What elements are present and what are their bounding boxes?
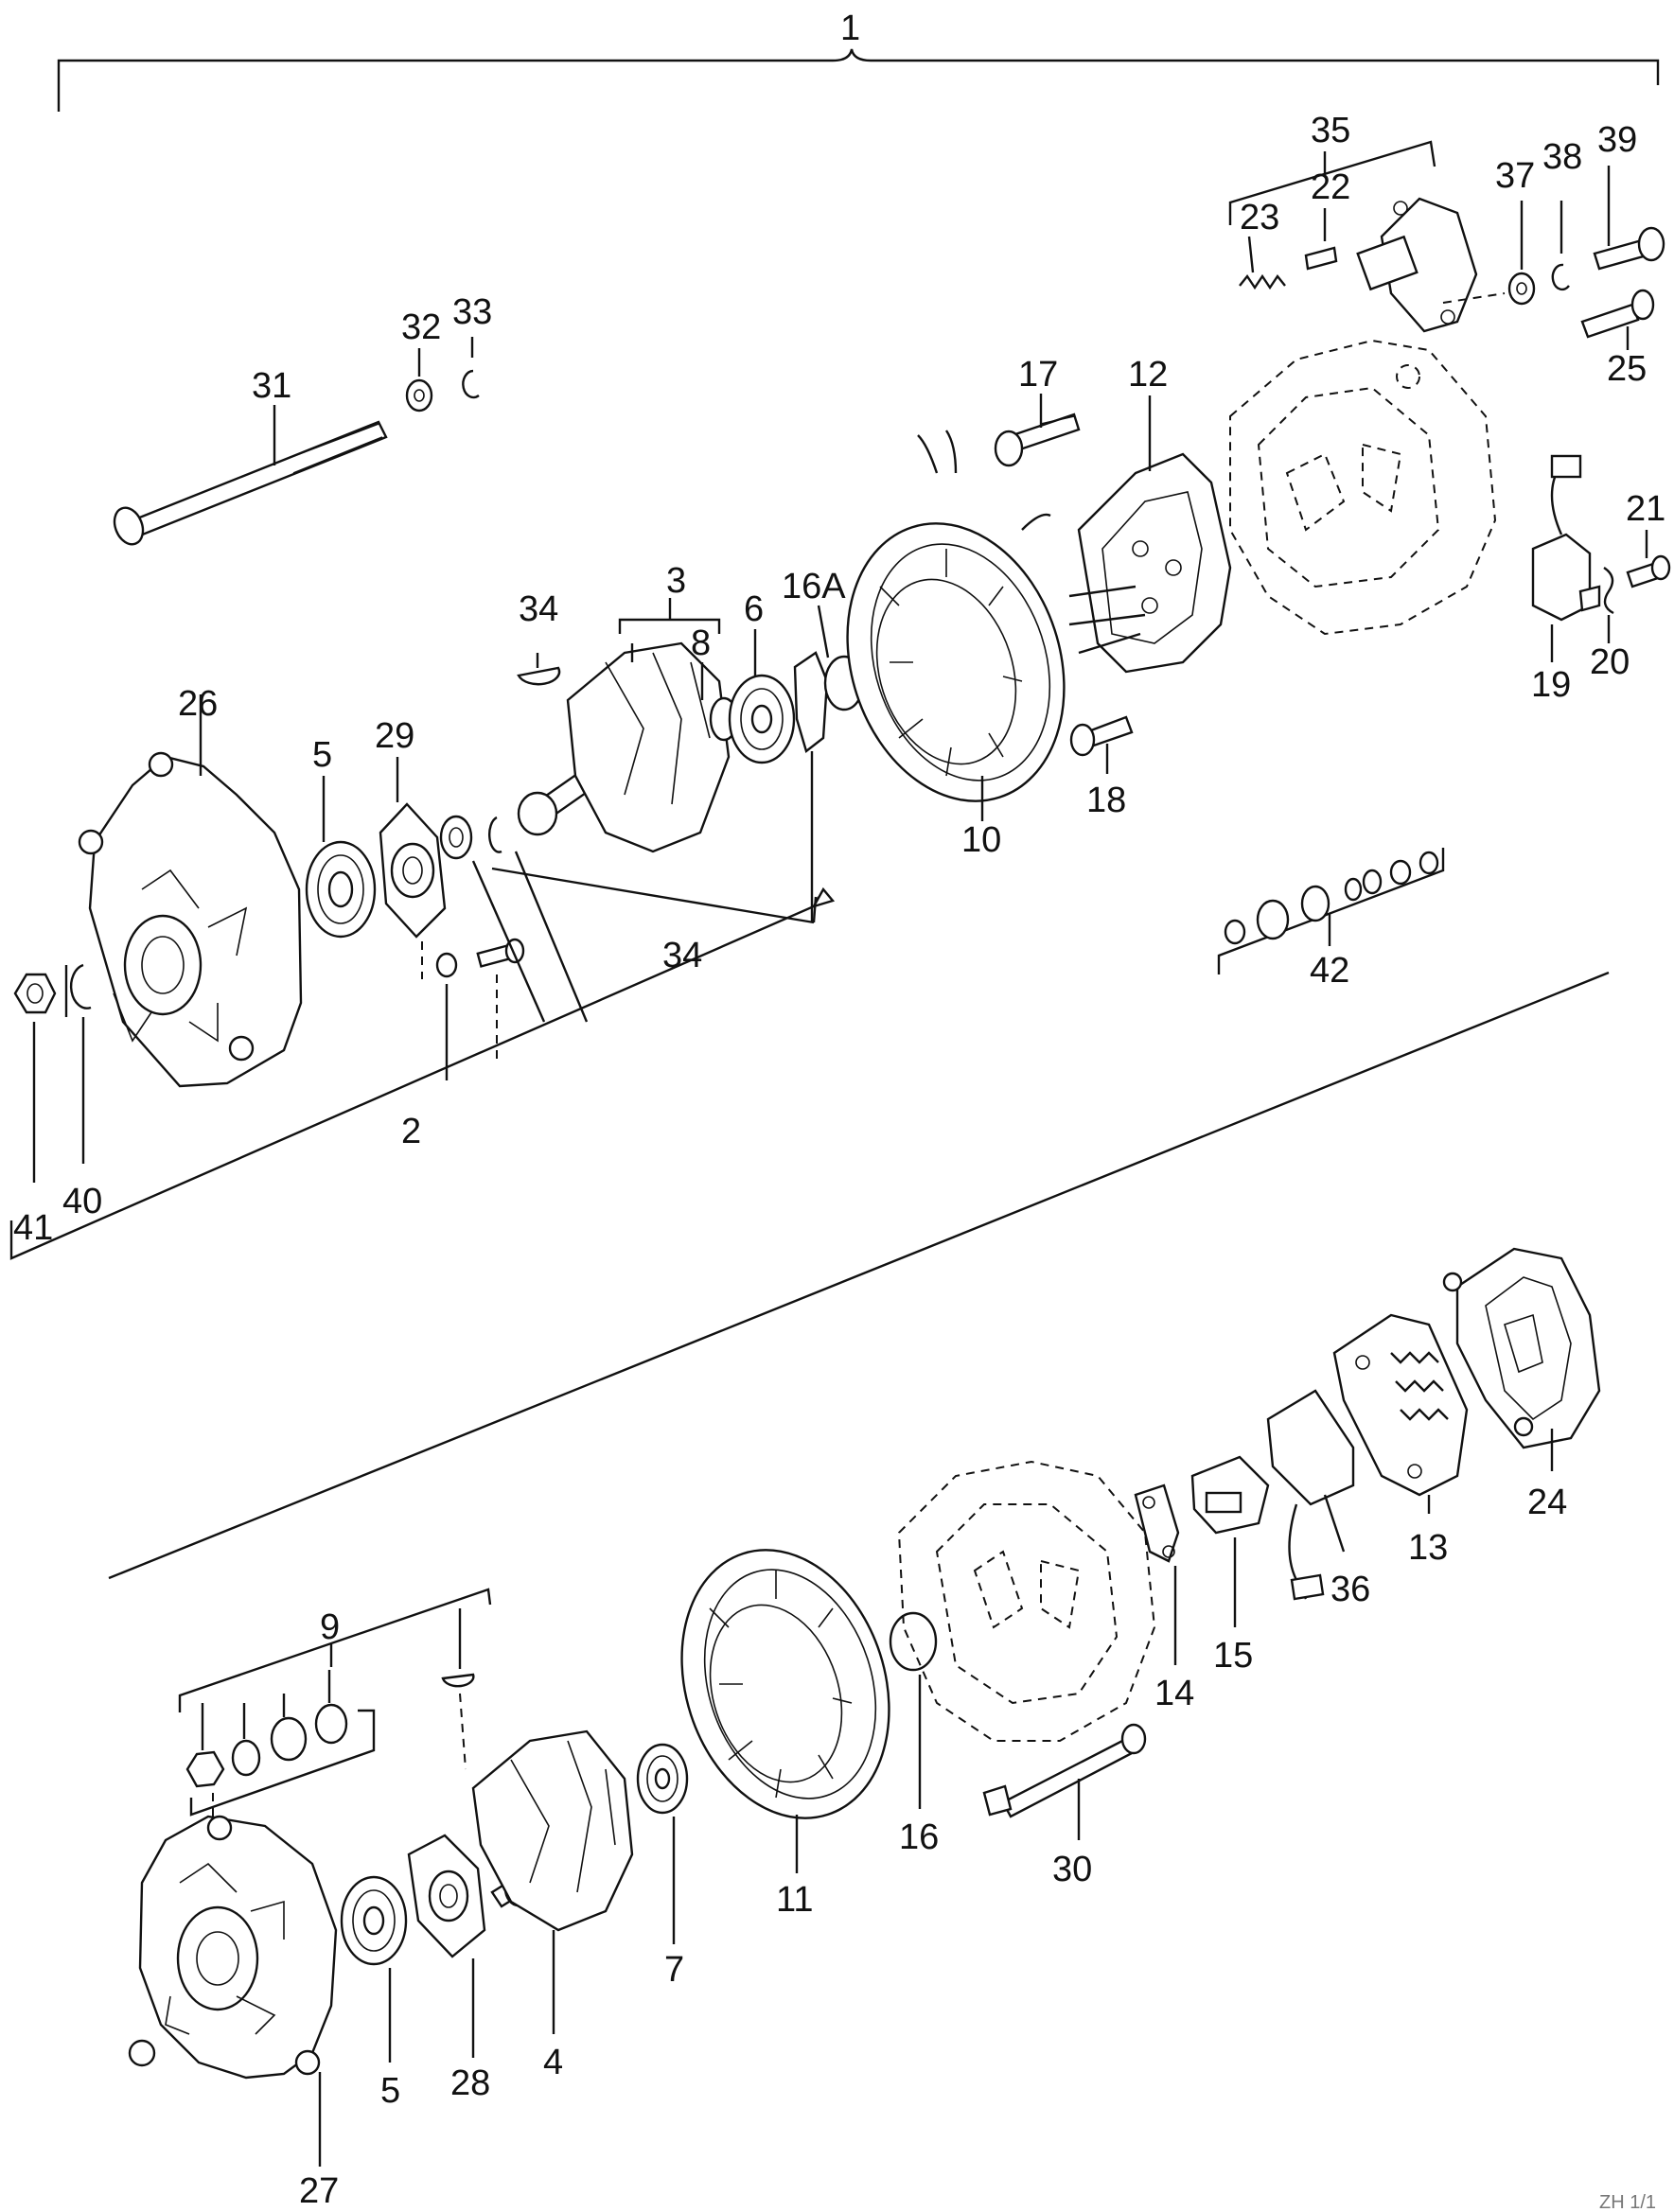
assembly-bracket-34: [491, 867, 818, 924]
ball-bearing-6: [728, 674, 796, 764]
label-39: 39: [1597, 120, 1637, 160]
spacer-ring: [439, 815, 473, 860]
label-30: 30: [1052, 1850, 1092, 1889]
rectifier-plate-12: [1068, 452, 1232, 674]
label-3: 3: [666, 561, 686, 601]
rectifier-13: [1332, 1313, 1469, 1497]
ball-bearing-7: [636, 1743, 689, 1815]
rotor-4: [471, 1729, 634, 1932]
label-33: 33: [452, 292, 492, 332]
lock-washer-38: [1551, 263, 1570, 291]
label-40: 40: [62, 1182, 102, 1221]
drive-end-housing-27: [128, 1815, 338, 2080]
label-4: 4: [543, 2043, 563, 2082]
label-2: 2: [401, 1112, 421, 1151]
label-29: 29: [375, 716, 414, 756]
screw-18: [1069, 715, 1134, 757]
label-8: 8: [691, 623, 711, 663]
corner-code: ZH 1/1: [1599, 2192, 1656, 2212]
ball-bearing-5-lower: [340, 1875, 408, 1966]
label-41: 41: [13, 1208, 53, 1248]
capacitor-19: [1531, 454, 1601, 622]
label-28: 28: [450, 2063, 490, 2103]
label-21: 21: [1626, 489, 1665, 529]
spring-clip: [793, 651, 829, 754]
label-23: 23: [1240, 198, 1279, 237]
screw-25: [1580, 289, 1655, 339]
label-20: 20: [1590, 642, 1630, 682]
washer-37: [1507, 272, 1536, 306]
label-9: 9: [320, 1607, 340, 1647]
label-16a: 16A: [782, 567, 846, 606]
voltage-regulator-35: [1356, 197, 1478, 333]
label-19: 19: [1531, 665, 1571, 705]
ball-bearing-5-upper: [305, 840, 377, 939]
label-37: 37: [1495, 156, 1535, 196]
label-5a: 5: [312, 735, 332, 775]
end-cover-24: [1442, 1247, 1601, 1449]
label-10: 10: [961, 820, 1001, 860]
woodruff-key-lower: [441, 1673, 475, 1688]
label-18: 18: [1086, 781, 1126, 820]
drive-end-housing-26: [78, 751, 303, 1088]
label-22: 22: [1311, 167, 1350, 207]
rotor-3: [517, 641, 739, 853]
washer-32: [405, 378, 433, 413]
label-34a: 34: [519, 589, 558, 629]
small-parts-kit-42: [1224, 851, 1439, 945]
section-divider: [108, 971, 1610, 1580]
label-34b: 34: [662, 936, 702, 975]
bearing-retainer-plate-28: [407, 1834, 486, 1958]
washer-20: [1603, 567, 1614, 615]
bearing-retainer-plate-29: [379, 802, 447, 939]
brush-holder-15: [1190, 1455, 1270, 1535]
long-bolt-30: [982, 1723, 1147, 1818]
label-13: 13: [1408, 1528, 1448, 1568]
hex-nut-41: [13, 973, 57, 1014]
assembly-bracket-1: [57, 48, 1660, 112]
long-bolt-31: [113, 420, 388, 546]
cap-16: [889, 1611, 938, 1672]
slip-ring-end-housing-lower-dashed: [897, 1460, 1156, 1742]
label-32: 32: [401, 307, 441, 347]
screw-21: [1626, 554, 1671, 588]
label-1: 1: [840, 9, 860, 48]
label-15: 15: [1213, 1636, 1253, 1676]
part-labels: 1 35 37 38 39 22 23 33 32 25 17 12 31 21…: [13, 9, 1665, 2212]
label-7: 7: [664, 1950, 684, 1990]
label-6: 6: [744, 589, 764, 629]
label-35: 35: [1311, 111, 1350, 150]
label-42: 42: [1310, 951, 1349, 991]
label-27: 27: [299, 2171, 339, 2211]
woodruff-key-34: [517, 666, 561, 686]
carbon-brush-22: [1304, 246, 1338, 271]
label-24: 24: [1527, 1483, 1567, 1522]
label-36: 36: [1330, 1570, 1370, 1609]
voltage-regulator-36: [1266, 1389, 1355, 1601]
label-14: 14: [1154, 1674, 1194, 1713]
bolt-39: [1593, 226, 1665, 271]
snap-ring: [487, 816, 502, 853]
screw-under-29: [476, 938, 525, 968]
stator-10: [846, 430, 1066, 802]
lock-ring-33: [462, 369, 480, 399]
terminal-14: [1134, 1483, 1180, 1563]
label-5b: 5: [380, 2071, 400, 2111]
label-38: 38: [1542, 137, 1582, 177]
stator-11: [680, 1549, 890, 1819]
label-26: 26: [178, 684, 218, 724]
label-16: 16: [899, 1817, 939, 1857]
label-12: 12: [1128, 355, 1168, 395]
label-25: 25: [1607, 349, 1647, 389]
lock-washer-40: [69, 963, 92, 1009]
brush-spring-23: [1239, 273, 1286, 290]
slip-ring-end-housing-dashed: [1229, 339, 1497, 636]
label-31: 31: [252, 366, 291, 406]
screw-17: [994, 413, 1081, 467]
label-11: 11: [776, 1880, 813, 1920]
label-17: 17: [1018, 355, 1058, 395]
